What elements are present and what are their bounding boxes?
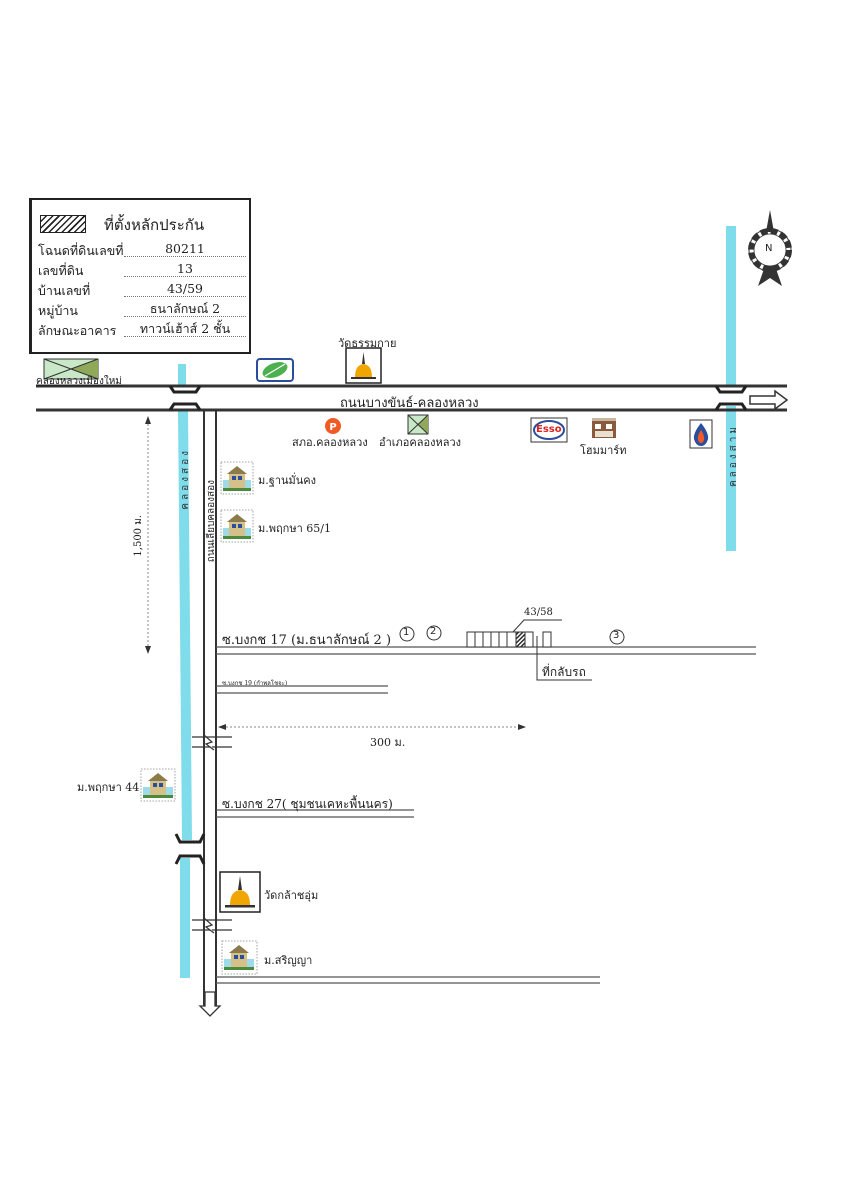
- legend-label-building: ลักษณะอาคาร: [38, 323, 117, 338]
- leader-43-58: [512, 619, 562, 633]
- canal-label-klong-sam: คลองสาม: [728, 424, 739, 488]
- distance-label-vertical: 1,500 ม.: [133, 515, 144, 557]
- legend-value-house-no: 43/59: [124, 281, 246, 297]
- legend-label-deed: โฉนดที่ดินเลขที่: [38, 243, 124, 258]
- police-icon: P: [325, 418, 341, 434]
- house-icon: [220, 509, 254, 543]
- legend-value-building: ทาวน์เฮ้าส์ 2 ชั้น: [124, 321, 246, 337]
- canal-label-klong-song: คลองสอง: [180, 448, 191, 510]
- label-wat-klachum: วัดกล้าชอุ่ม: [264, 889, 319, 902]
- envelope-icon: [407, 414, 429, 435]
- legend-box: ที่ตั้งหลักประกัน โฉนดที่ดินเลขที่ 80211…: [29, 198, 251, 354]
- esso-logo-icon: [530, 417, 568, 443]
- hatched-box-icon: [40, 215, 86, 233]
- compass-icon: [748, 210, 792, 286]
- label-thanamankong: ม.ฐานมั่นคง: [258, 474, 317, 487]
- target-unit-hatched: [515, 631, 526, 648]
- label-sarinya: ม.สริญญา: [264, 954, 313, 967]
- marker-2: 2: [430, 626, 437, 637]
- house-icon: [140, 768, 176, 802]
- legend-value-deed: 80211: [124, 241, 246, 257]
- soi-roads: [216, 646, 756, 984]
- canal-klong-sam-upper: [726, 226, 736, 386]
- label-43-58: 43/58: [524, 607, 553, 618]
- legend-label-land-no: เลขที่ดิน: [38, 263, 84, 278]
- label-soi-19: ซ.บงกช 19 (กำพลโชจะ): [222, 680, 288, 687]
- townhouse-row: [466, 631, 552, 648]
- direction-arrow-east-icon: [749, 389, 789, 411]
- homemart-building-icon: [592, 418, 616, 438]
- ptt-logo-icon: [689, 419, 713, 449]
- temple-icon: [345, 347, 382, 384]
- label-soi-27: ซ.บงกช 27( ชุมชนเคหะพื้นนคร): [222, 797, 393, 811]
- label-turnaround: ที่กลับรถ: [542, 665, 586, 679]
- label-wat-dhammakaya: วัดธรรมกาย: [338, 337, 397, 350]
- house-icon: [220, 461, 254, 495]
- label-pruksa-65: ม.พฤกษา 65/1: [258, 522, 331, 535]
- legend-value-village: ธนาลักษณ์ 2: [124, 301, 246, 317]
- leaf-logo-icon: [256, 358, 294, 382]
- main-road-label: ถนนบางขันธ์-คลองหลวง: [340, 396, 479, 411]
- legend-label-house-no: บ้านเลขที่: [38, 283, 91, 298]
- side-road-lines: [174, 410, 232, 1010]
- distance-label-horizontal: 300 ม.: [370, 736, 406, 749]
- label-soi-17: ซ.บงกช 17 (ม.ธนาลักษณ์ 2 ): [222, 633, 392, 648]
- compass-north-label: N: [765, 243, 773, 254]
- envelope-icon: [43, 358, 99, 380]
- label-homemart: โฮมมาร์ท: [580, 444, 627, 457]
- canal-klong-song: [178, 410, 192, 840]
- legend-value-land-no: 13: [124, 261, 246, 277]
- marker-1: 1: [403, 627, 410, 638]
- direction-arrow-south-icon: [198, 991, 222, 1017]
- side-road-label: ถนนเลียบคลองสอง: [206, 480, 217, 563]
- label-pruksa-44: ม.พฤกษา 44: [77, 781, 140, 794]
- canal-klong-song-upper: [178, 364, 186, 386]
- distance-horizontal: [218, 724, 526, 730]
- leader-turnaround: [536, 636, 592, 681]
- label-police: สภอ.คลองหลวง: [292, 436, 368, 449]
- legend-title: ที่ตั้งหลักประกัน: [104, 216, 205, 234]
- canal-klong-sam-lower: [726, 406, 736, 551]
- main-road-lines: [36, 384, 787, 412]
- legend-label-village: หมู่บ้าน: [38, 303, 78, 318]
- marker-circles: [399, 625, 625, 645]
- label-esso: Esso: [536, 424, 562, 435]
- distance-vertical: [145, 416, 151, 654]
- label-district-office: อำเภอคลองหลวง: [379, 436, 462, 449]
- canal-klong-song-lower: [180, 858, 190, 978]
- svg-text:P: P: [329, 422, 336, 433]
- canal-label-klong-luang: คลองหลวงเมืองใหม่: [36, 376, 122, 387]
- temple-icon: [219, 871, 261, 913]
- marker-3: 3: [613, 630, 620, 641]
- house-icon: [221, 940, 258, 975]
